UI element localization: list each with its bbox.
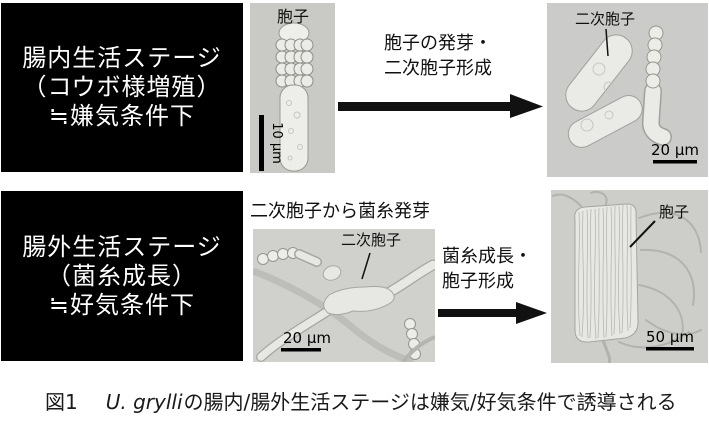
germination-secondary-spore-label: 二次胞子 <box>341 231 401 249</box>
right-arrow-icon <box>338 94 543 118</box>
germination-title: 二次胞子から菌糸発芽 <box>250 201 430 222</box>
spore-label: 胞子 <box>277 7 309 26</box>
scale-bar-text: 10 µm <box>269 122 284 164</box>
stage-line: （コウボ様増殖） <box>22 73 222 101</box>
micrograph-secondary-spores: 二次胞子 20 µm <box>547 3 708 177</box>
spore-chain-drawing <box>275 22 314 172</box>
stage-box-intestinal: 腸内生活ステージ （コウボ様増殖） ≒嫌気条件下 <box>1 3 243 172</box>
arrow-label-line: 胞子の発芽・ <box>384 33 492 54</box>
scale-bar-text: 50 µm <box>646 328 694 346</box>
scale-bar-20um: 20 µm <box>281 329 331 352</box>
hyphae-drawing <box>253 247 435 362</box>
scale-bar-10um: 10 µm <box>259 115 284 171</box>
arrow-label-line: 菌糸成長・ <box>442 246 532 267</box>
label-pointer-line <box>361 252 371 280</box>
right-arrow-icon <box>438 302 547 324</box>
secondary-spore-drawing <box>565 25 672 148</box>
stage-box-extraintestinal: 腸外生活ステージ （菌糸成長） ≒好気条件下 <box>1 191 243 361</box>
figure-caption: 図1 U. grylliの腸内/腸外生活ステージは嫌気/好気条件で誘導される <box>45 386 705 415</box>
micrograph-spore-chain: 胞子 10 µm <box>250 3 335 173</box>
stage-line: ≒好気条件下 <box>48 290 196 319</box>
scale-bar-50um: 50 µm <box>646 328 694 351</box>
caption-number: 図1 <box>45 390 78 414</box>
scale-bar-text: 20 µm <box>651 141 699 159</box>
caption-text: の腸内/腸外生活ステージは嫌気/好気条件で誘導される <box>183 390 677 414</box>
stage-line: 腸内生活ステージ <box>22 44 222 72</box>
label-pointer-line <box>629 220 656 248</box>
micrograph-sporulation: 胞子 50 µm <box>551 190 708 363</box>
stage-line: ≒嫌気条件下 <box>48 102 196 130</box>
sporophore-drawing <box>552 191 702 363</box>
stage-line: （菌糸成長） <box>47 261 197 290</box>
arrow-label-line: 二次胞子形成 <box>384 58 492 79</box>
caption-species-name: U. grylli <box>105 390 183 414</box>
stage-line: 腸外生活ステージ <box>22 232 222 261</box>
scale-bar-20um: 20 µm <box>651 141 699 164</box>
micrograph-hyphal-germination: 二次胞子 20 µm <box>253 229 435 362</box>
label-pointer-line <box>605 28 609 57</box>
arrow-label-line: 胞子形成 <box>442 271 514 292</box>
arrow-label-sporulation: 菌糸成長・ 胞子形成 <box>442 244 532 294</box>
scale-bar-text: 20 µm <box>283 329 331 347</box>
secondary-spore-label: 二次胞子 <box>575 10 635 28</box>
arrow-label-germination: 胞子の発芽・ 二次胞子形成 <box>384 31 492 81</box>
sporulation-spore-label: 胞子 <box>659 203 689 221</box>
